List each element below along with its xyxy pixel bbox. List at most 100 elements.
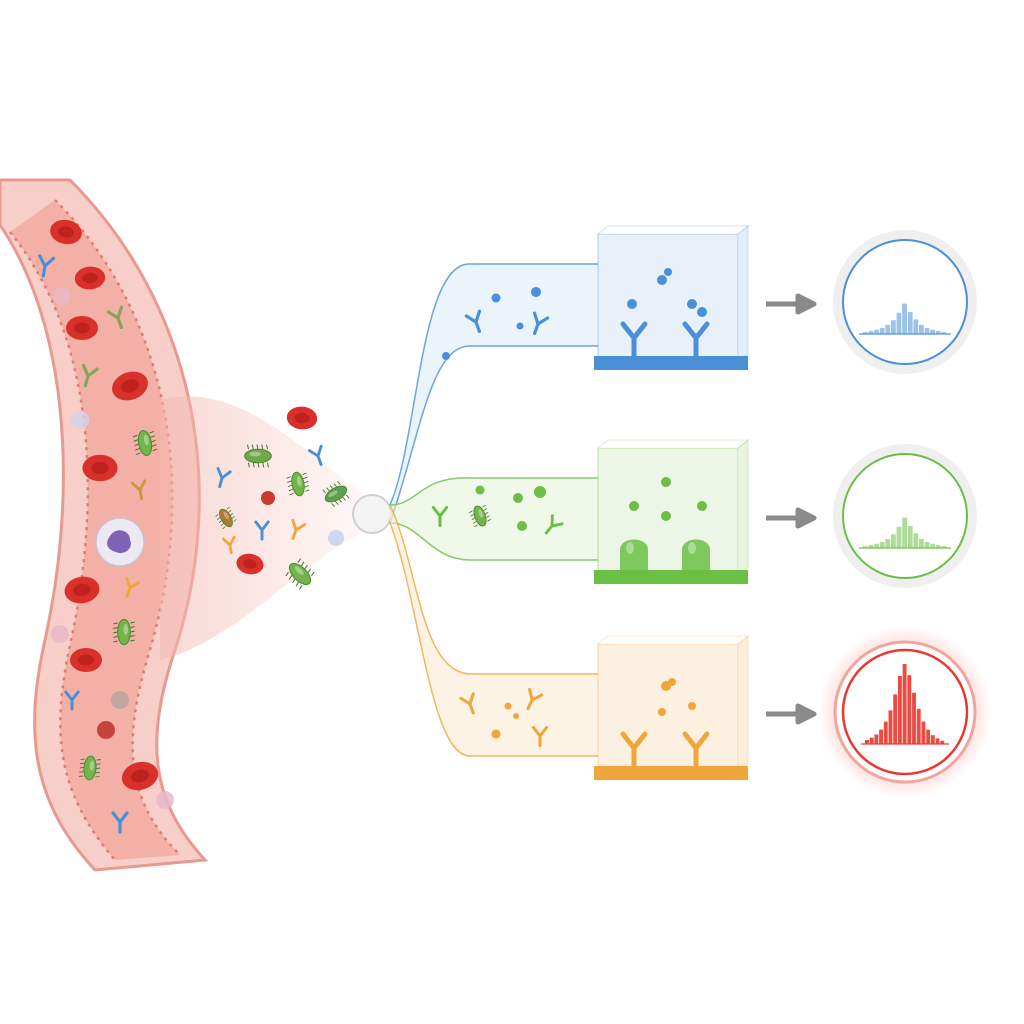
antibody-icon [526,687,544,711]
antibody-icon [307,444,323,466]
particle [658,708,666,716]
histogram-bar [913,319,919,334]
particle [491,729,501,739]
flow-channel-edge [389,345,598,524]
channel-particles [442,287,550,360]
antibody-icon [291,518,307,540]
rbc-icon [64,576,100,604]
histogram-bar [924,541,930,548]
histogram-bar [930,329,935,334]
histogram-bar [874,329,879,334]
cell-fragment [97,721,115,739]
histogram-bar [930,543,935,548]
capture-receptor-icon [682,539,710,570]
arrow-right-icon [766,507,817,529]
histogram-bar [896,312,902,334]
histogram-bar [869,737,874,744]
histogram-bar [902,664,907,744]
particle [687,299,697,309]
capture-antibody-icon [620,321,648,359]
sensor-substrate [594,356,748,370]
flow-channel [390,477,598,560]
particle [516,322,524,330]
wbc-icon [95,517,145,567]
cell-fragment [71,411,89,429]
flow-channel-edge [389,263,598,506]
histogram-bar [907,526,913,548]
particle [688,702,696,710]
antibody-icon [64,690,80,711]
histogram-bar [885,538,891,548]
antibody-icon [459,692,475,715]
rbc-icon [74,266,106,290]
histogram-bar [885,324,891,334]
histogram-bar [926,729,931,744]
released-particles [215,406,350,590]
histogram-bar [902,517,907,548]
histogram-bar [941,332,947,334]
signal-readout [833,444,977,588]
signal-histogram [861,664,949,745]
histogram-bar [868,544,874,548]
cell-fragment [51,625,69,643]
histogram-bar [941,546,947,548]
bacterium-icon [78,755,102,781]
capture-receptor-icon [620,539,648,570]
cell-fragment [111,691,129,709]
blood-vessel [0,178,209,872]
histogram-bar [865,740,869,744]
particle [657,275,667,285]
histogram-bar [930,735,935,744]
capture-antibody-icon [620,731,648,769]
histogram-bar [879,541,885,548]
channel-orange [389,504,991,798]
histogram-bar [896,526,902,548]
sample-hub[interactable] [352,494,392,534]
particle [513,493,523,503]
histogram-bar [891,534,896,548]
particle [442,352,450,360]
signal-histogram [859,517,951,549]
histogram-bar [863,546,868,548]
histogram-bar [863,332,868,334]
histogram-bar [868,330,874,334]
signal-readout [833,230,977,374]
antibody-icon [532,311,550,335]
arrow-right-icon [766,703,817,725]
bacterium-icon [285,558,315,590]
rbc-icon [112,371,148,401]
histogram-bar [912,692,916,744]
histogram-bar [874,543,879,548]
capture-antibody-icon [682,731,710,769]
particle [517,521,527,531]
antibody-icon [216,467,232,489]
histogram-bar [907,312,913,334]
particle [664,268,672,276]
antibody-icon [111,811,129,834]
antibody-icon [81,363,99,388]
flow-channel-edge [389,477,598,506]
histogram-bar [907,675,912,744]
particle [534,486,546,498]
particle [261,491,275,505]
flow-channel-edge [389,522,598,561]
flow-channel [390,263,598,523]
rbc-icon [82,454,118,482]
antibody-icon [130,479,147,501]
rbc-icon [66,316,98,340]
histogram-bar [921,721,926,744]
antibody-icon [125,576,141,598]
flow-channel [390,505,598,756]
particle [531,287,541,297]
bacterium-icon [244,444,272,468]
sensor-substrate [594,766,748,780]
capture-antibody-icon [682,321,710,359]
histogram-bar [888,710,893,744]
flow-channel-edge [389,522,598,757]
particle [491,293,501,303]
flow-channel-edge [389,504,598,675]
particle [697,307,707,317]
vessel-contents [38,219,174,834]
antibody-icon [221,535,236,555]
